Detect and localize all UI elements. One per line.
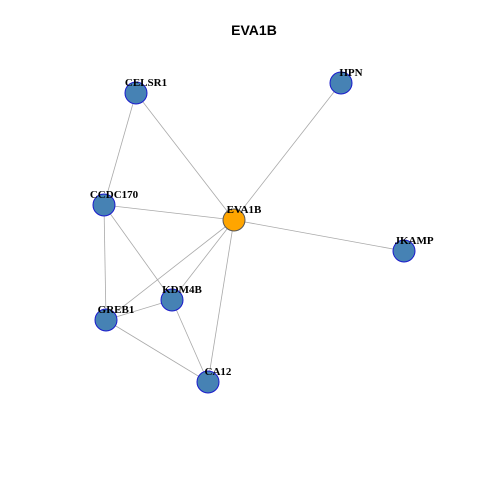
edge-eva1b-ca12	[207, 219, 235, 383]
node-celsr1	[124, 81, 148, 105]
node-label-jkamp: JKAMP	[394, 235, 433, 247]
node-kdm4b	[160, 288, 184, 312]
node-label-greb1: GREB1	[98, 304, 135, 316]
node-ccdc170	[92, 193, 116, 217]
edge-ccdc170-kdm4b	[103, 204, 173, 301]
edge-eva1b-jkamp	[233, 219, 405, 252]
node-jkamp	[392, 239, 416, 263]
edge-celsr1-ccdc170	[103, 92, 137, 206]
node-label-ca12: CA12	[205, 366, 232, 378]
node-eva1b	[222, 208, 246, 232]
node-label-celsr1: CELSR1	[125, 77, 167, 89]
edge-kdm4b-ca12	[171, 299, 209, 383]
edge-eva1b-kdm4b	[171, 219, 235, 301]
node-layer	[92, 71, 416, 394]
edge-hpn-eva1b	[233, 82, 342, 221]
edge-ccdc170-eva1b	[103, 204, 235, 221]
edge-greb1-ca12	[105, 319, 209, 383]
node-greb1	[94, 308, 118, 332]
edge-ccdc170-greb1	[103, 204, 107, 321]
node-ca12	[196, 370, 220, 394]
edge-layer	[103, 82, 405, 383]
node-label-eva1b: EVA1B	[227, 204, 262, 216]
node-label-ccdc170: CCDC170	[90, 189, 139, 201]
edge-eva1b-greb1	[105, 219, 235, 321]
diagram-title: EVA1B	[231, 22, 277, 38]
node-label-kdm4b: KDM4B	[162, 284, 202, 296]
node-hpn	[329, 71, 353, 95]
node-label-hpn: HPN	[339, 67, 362, 79]
edge-celsr1-eva1b	[135, 92, 235, 221]
